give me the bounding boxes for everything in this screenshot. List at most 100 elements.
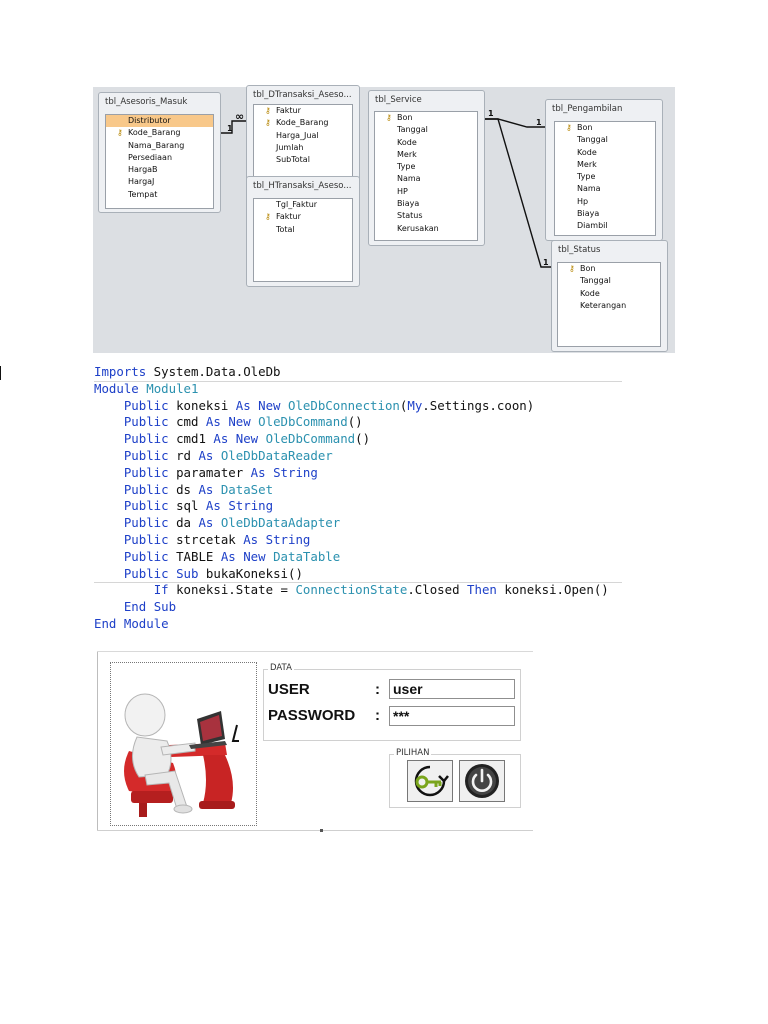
table-field[interactable]: Tgl_Faktur bbox=[254, 199, 352, 211]
table-field[interactable]: Nama bbox=[555, 183, 655, 195]
table-field[interactable]: Tanggal bbox=[375, 124, 477, 136]
table-field[interactable]: ⚷Kode_Barang bbox=[254, 117, 352, 129]
code-token: New bbox=[258, 397, 281, 413]
table-field[interactable]: ⚷Bon bbox=[555, 122, 655, 134]
field-name: Distributor bbox=[128, 116, 171, 125]
table-field[interactable]: Nama bbox=[375, 173, 477, 185]
table-field[interactable]: Kode bbox=[555, 147, 655, 159]
field-name: Harga_Jual bbox=[276, 130, 319, 140]
field-name: Kode bbox=[577, 147, 597, 157]
power-icon bbox=[465, 764, 499, 798]
table-field[interactable]: Kode bbox=[558, 288, 660, 300]
table-field[interactable]: Total bbox=[254, 224, 352, 236]
table-field[interactable]: Biaya bbox=[555, 208, 655, 220]
user-label: USER bbox=[268, 681, 310, 698]
table-title: tbl_Service bbox=[375, 95, 422, 105]
code-token: Public bbox=[123, 515, 169, 531]
table-field[interactable]: ⚷Faktur bbox=[254, 211, 352, 223]
code-line: Public ds As DataSet bbox=[94, 482, 273, 498]
table-field[interactable]: Biaya bbox=[375, 198, 477, 210]
code-line: End Sub bbox=[94, 599, 176, 615]
code-token: As bbox=[205, 498, 221, 514]
code-token: ConnectionState bbox=[295, 582, 408, 598]
table-field[interactable]: Distributor bbox=[106, 115, 213, 128]
table-field[interactable]: Tanggal bbox=[558, 275, 660, 287]
table-field[interactable]: Diambil bbox=[555, 220, 655, 232]
user-input[interactable] bbox=[389, 679, 515, 699]
code-line: Module Module1 bbox=[94, 381, 198, 397]
code-token: OleDbCommand bbox=[258, 414, 348, 430]
code-token: Public bbox=[123, 532, 169, 547]
code-token: Public bbox=[123, 498, 169, 514]
field-name: Merk bbox=[577, 159, 597, 169]
field-name: Merk bbox=[397, 149, 417, 159]
table-tbl-dtransaksi-asesoris[interactable]: tbl_DTransaksi_Aseso... ⚷Faktur⚷Kode_Bar… bbox=[246, 85, 360, 185]
table-tbl-asesoris-masuk[interactable]: tbl_Asesoris_Masuk Distributor⚷Kode_Bara… bbox=[98, 92, 221, 213]
relationships-diagram: 1 ∞ 1 1 1 tbl_Asesoris_Masuk Distributor… bbox=[93, 85, 675, 353]
field-name: Diambil bbox=[577, 221, 608, 231]
code-token: .Settings.coon) bbox=[422, 397, 535, 413]
code-token bbox=[266, 549, 273, 564]
code-token bbox=[169, 566, 176, 581]
table-field[interactable]: Keterangan bbox=[558, 300, 660, 312]
code-line: Public rd As OleDbDataReader bbox=[94, 448, 333, 464]
table-field[interactable]: Kode bbox=[375, 137, 477, 149]
table-field[interactable]: Merk bbox=[555, 159, 655, 171]
code-line: Public sql As String bbox=[94, 498, 273, 514]
code-token bbox=[266, 465, 273, 480]
table-field[interactable]: Tempat bbox=[106, 189, 213, 201]
code-token: DataSet bbox=[220, 481, 274, 497]
table-field[interactable]: Type bbox=[555, 171, 655, 183]
table-field[interactable]: SubTotal bbox=[254, 154, 352, 166]
code-line: Public cmd1 As New OleDbCommand() bbox=[94, 431, 370, 447]
table-field[interactable]: ⚷Bon bbox=[558, 263, 660, 275]
table-field[interactable]: HargaB bbox=[106, 164, 213, 176]
table-field[interactable]: HP bbox=[375, 186, 477, 198]
code-token: Public bbox=[123, 431, 169, 447]
table-tbl-htransaksi-asesoris[interactable]: tbl_HTransaksi_Aseso... Tgl_Faktur⚷Faktu… bbox=[246, 176, 360, 287]
table-field[interactable]: Tanggal bbox=[555, 134, 655, 146]
field-name: Bon bbox=[397, 113, 413, 122]
code-token bbox=[94, 532, 124, 547]
cardinality-label: 1 bbox=[488, 109, 494, 118]
table-field[interactable]: ⚷Faktur bbox=[254, 105, 352, 117]
code-token: End bbox=[94, 616, 117, 631]
table-field[interactable]: ⚷ Bon bbox=[375, 112, 477, 124]
field-name: Biaya bbox=[397, 199, 420, 209]
exit-button[interactable] bbox=[459, 760, 505, 802]
key-icon bbox=[414, 765, 449, 797]
code-token: Public bbox=[123, 414, 169, 430]
code-separator bbox=[94, 582, 622, 584]
code-token: Public bbox=[123, 464, 169, 480]
code-token: End bbox=[123, 599, 147, 615]
table-field[interactable]: Hp bbox=[555, 196, 655, 208]
table-field[interactable]: Kerusakan bbox=[375, 223, 477, 235]
table-field[interactable]: Status bbox=[375, 210, 477, 222]
table-field[interactable]: Persediaan bbox=[106, 152, 213, 164]
primary-key-icon: ⚷ bbox=[386, 113, 392, 122]
table-field[interactable]: Merk bbox=[375, 149, 477, 161]
primary-key-icon: ⚷ bbox=[566, 123, 572, 132]
code-token: paramater bbox=[168, 464, 251, 480]
field-name: Bon bbox=[580, 264, 596, 273]
table-field[interactable]: Type bbox=[375, 161, 477, 173]
table-field[interactable]: ⚷Kode_Barang bbox=[106, 127, 213, 139]
field-name: Tgl_Faktur bbox=[276, 200, 318, 209]
table-field[interactable]: Jumlah bbox=[254, 142, 352, 154]
field-name: Kode bbox=[580, 288, 600, 298]
code-token bbox=[258, 532, 265, 547]
login-button[interactable] bbox=[407, 760, 453, 802]
field-name: Nama bbox=[397, 174, 421, 184]
password-input[interactable] bbox=[389, 706, 515, 726]
table-field[interactable]: HargaJ bbox=[106, 176, 213, 188]
field-name: Total bbox=[276, 224, 295, 234]
table-field[interactable]: Harga_Jual bbox=[254, 130, 352, 142]
code-line: Public paramater As String bbox=[94, 465, 318, 481]
table-field[interactable]: Nama_Barang bbox=[106, 140, 213, 152]
